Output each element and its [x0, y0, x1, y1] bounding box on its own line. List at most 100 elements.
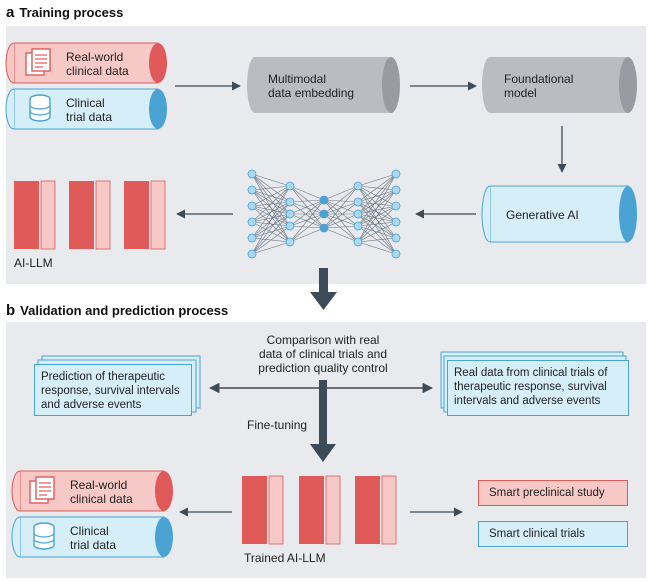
- network-edge: [357, 201, 397, 223]
- network-edge: [323, 199, 359, 203]
- network-edge: [289, 201, 325, 215]
- prediction-line2: response, survival intervals: [41, 385, 180, 397]
- clinical-label-b: Clinical trial data: [70, 524, 116, 552]
- network-edge: [357, 221, 397, 243]
- network-node: [285, 197, 295, 207]
- network-node: [247, 233, 257, 243]
- comparison-line2: data of clinical trials and: [258, 347, 388, 361]
- finetuning-arrow-shaft: [319, 380, 327, 448]
- network-node: [391, 249, 401, 259]
- network-edge: [357, 189, 397, 243]
- network-edge: [289, 227, 325, 243]
- network-edge: [289, 201, 325, 229]
- clinical-label-line2: trial data: [66, 110, 113, 124]
- comparison-line1: Comparison with real: [266, 333, 380, 347]
- network-edge: [357, 173, 397, 203]
- foundational-label-line2: model: [504, 86, 537, 100]
- network-edge: [251, 213, 291, 255]
- network-edge: [251, 185, 291, 255]
- network-edge: [289, 185, 325, 201]
- network-edge: [323, 201, 359, 229]
- network-edge: [289, 199, 325, 203]
- network-node: [353, 221, 363, 231]
- network-edge: [289, 199, 325, 243]
- realdata-line1: Real data from clinical trials of: [454, 367, 608, 379]
- network-node: [353, 209, 363, 219]
- network-edge: [289, 225, 325, 229]
- section-a-heading: Training process: [19, 5, 124, 20]
- network-edge: [251, 201, 291, 255]
- document-icon-b: [29, 476, 55, 504]
- network-edge: [251, 185, 291, 223]
- network-edge: [251, 225, 291, 239]
- network-edge: [289, 213, 325, 243]
- network-edge: [251, 213, 291, 223]
- network-node: [353, 197, 363, 207]
- network-edge: [357, 213, 397, 223]
- foundational-label: Foundational model: [504, 72, 573, 100]
- trained-llm-label: Trained AI-LLM: [244, 551, 326, 565]
- document-icon: [25, 48, 51, 76]
- network-node: [247, 249, 257, 259]
- network-edge: [251, 173, 291, 187]
- realdata-box: Real data from clinical trials of therap…: [447, 360, 629, 416]
- realworld-label-b: Real-world clinical data: [70, 478, 133, 506]
- smart-preclinical-box: Smart preclinical study: [478, 480, 628, 506]
- embedding-cylinder: [247, 57, 400, 113]
- network-edge: [323, 225, 359, 229]
- network-node: [285, 181, 295, 191]
- network-edge: [289, 199, 325, 215]
- realworld-b-line1: Real-world: [70, 478, 128, 492]
- network-edge: [251, 185, 291, 239]
- network-edge: [357, 213, 397, 255]
- finetuning-arrow-head: [310, 444, 336, 462]
- network-edge: [251, 185, 291, 191]
- network-edge: [357, 201, 397, 207]
- network-edge: [357, 173, 397, 187]
- realworld-label-line2: clinical data: [66, 64, 129, 78]
- embedding-label-line1: Multimodal: [268, 72, 327, 86]
- network-node: [319, 209, 329, 219]
- finetuning-label: Fine-tuning: [247, 418, 308, 432]
- generative-cylinder: [481, 185, 637, 243]
- realdata-line2: therapeutic response, survival: [454, 381, 607, 393]
- embedding-label-line2: data embedding: [268, 86, 355, 100]
- network-edge: [289, 213, 325, 227]
- network-node: [391, 233, 401, 243]
- network-node: [247, 201, 257, 211]
- comparison-line3: prediction quality control: [258, 361, 388, 375]
- network-edge: [251, 189, 291, 227]
- network-edge: [251, 205, 291, 215]
- network-node: [247, 217, 257, 227]
- network-edge: [323, 213, 359, 229]
- network-node: [247, 169, 257, 179]
- network-edge: [357, 173, 397, 227]
- network-edge: [357, 205, 397, 243]
- network-node: [285, 237, 295, 247]
- network-edge: [323, 201, 359, 215]
- prediction-line3: and adverse events: [41, 399, 142, 411]
- realdata-line3: intervals and adverse events: [454, 395, 601, 407]
- clinical-label-line1: Clinical: [66, 96, 105, 110]
- ai-llm-label: AI-LLM: [14, 256, 53, 270]
- network-edge: [289, 199, 325, 227]
- network-edge: [251, 241, 291, 255]
- network-edge: [251, 173, 291, 227]
- network-node: [319, 195, 329, 205]
- network-edge: [357, 205, 397, 215]
- realworld-label-line1: Real-world: [66, 50, 124, 64]
- network-edge: [357, 201, 397, 255]
- database-icon: [29, 94, 51, 122]
- network-node: [391, 185, 401, 195]
- prediction-line1: Prediction of therapeutic: [41, 371, 166, 383]
- clinical-b-line1: Clinical: [70, 524, 109, 538]
- big-down-arrow: [310, 268, 337, 310]
- network-edge: [289, 185, 325, 215]
- prediction-box: Prediction of therapeutic response, surv…: [34, 364, 192, 416]
- network-node: [247, 185, 257, 195]
- clinical-b-line2: trial data: [70, 538, 117, 552]
- comparison-label: Comparison with real data of clinical tr…: [228, 333, 418, 375]
- network-edge: [357, 201, 397, 239]
